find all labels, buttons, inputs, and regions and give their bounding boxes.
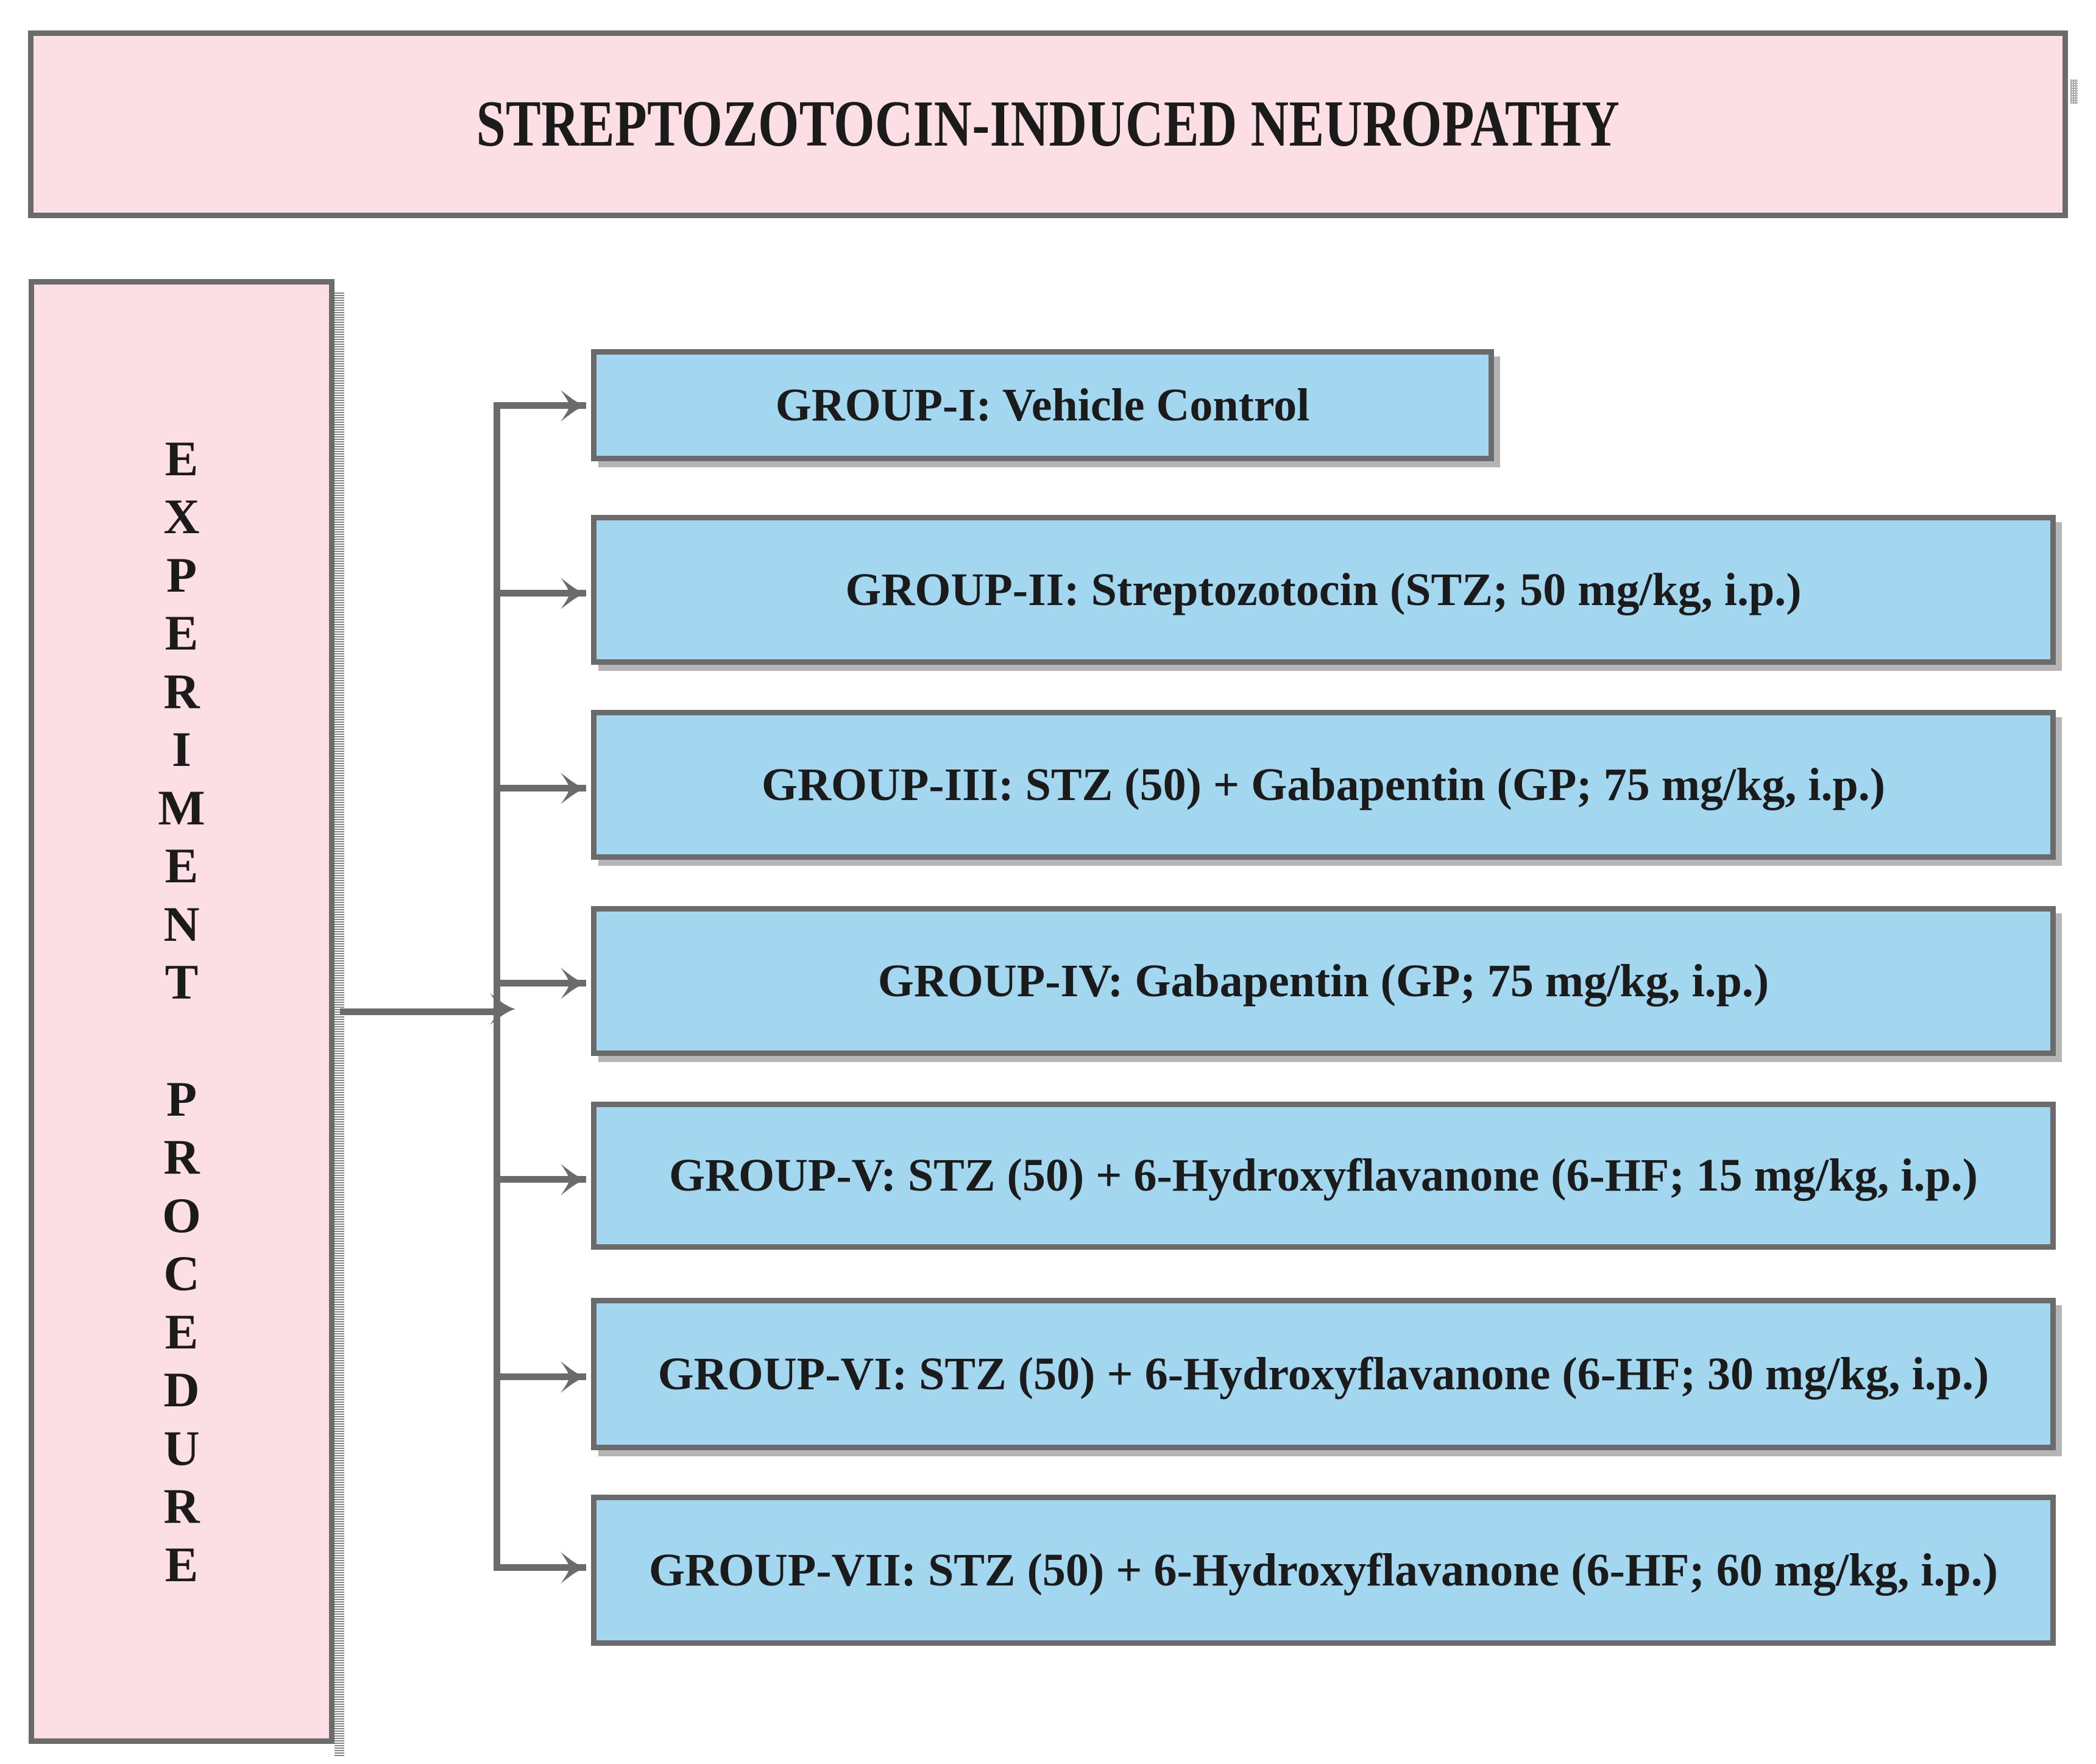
connector-branch-3 (494, 785, 586, 792)
experiment-procedure-label: E X P E R I M E N T P R O C E D U R E (158, 430, 205, 1592)
connector-branch-6 (494, 1373, 586, 1380)
group-box-vii[interactable]: GROUP-VII: STZ (50) + 6-Hydroxyflavanone… (591, 1495, 2064, 1654)
arrowhead-right-icon-7 (559, 1551, 587, 1585)
group-box-v[interactable]: GROUP-V: STZ (50) + 6-Hydroxyflavanone (… (591, 1102, 2064, 1258)
group-box-iv[interactable]: GROUP-IV: Gabapentin (GP; 75 mg/kg, i.p.… (591, 906, 2056, 1056)
connector-branch-5 (494, 1176, 586, 1183)
arrowhead-right-icon-6 (559, 1360, 587, 1394)
group-label: GROUP-I: Vehicle Control (775, 379, 1310, 431)
group-label: GROUP-VII: STZ (50) + 6-Hydroxyflavanone… (648, 1544, 1999, 1596)
connector-branch-1 (494, 402, 586, 409)
experiment-procedure-box: E X P E R I M E N T P R O C E D U R E (29, 279, 335, 1744)
group-label: GROUP-II: Streptozotocin (STZ; 50 mg/kg,… (845, 564, 1802, 615)
connector-trunk (494, 402, 500, 1571)
page-title: STREPTOZOTOCIN-INDUCED NEUROPATHY (476, 88, 1620, 160)
connector-feeder-line (340, 1008, 497, 1015)
arrowhead-right-icon-3 (559, 771, 587, 806)
arrowhead-right-icon-trunk (489, 992, 517, 1026)
group-box-ii[interactable]: GROUP-II: Streptozotocin (STZ; 50 mg/kg,… (591, 515, 2056, 665)
group-box-iii[interactable]: GROUP-III: STZ (50) + Gabapentin (GP; 75… (591, 710, 2056, 860)
connector-branch-2 (494, 590, 586, 597)
arrowhead-right-icon-2 (559, 576, 587, 611)
arrowhead-right-icon-4 (559, 966, 587, 1001)
arrowhead-right-icon-5 (559, 1163, 587, 1197)
group-box-i[interactable]: GROUP-I: Vehicle Control (591, 349, 1494, 461)
title-banner: STREPTOZOTOCIN-INDUCED NEUROPATHY (28, 30, 2068, 218)
group-box-vi[interactable]: GROUP-VI: STZ (50) + 6-Hydroxyflavanone … (591, 1298, 2056, 1450)
connector-branch-7 (494, 1564, 586, 1571)
title-edge-artifact (2070, 79, 2078, 104)
group-label: GROUP-IV: Gabapentin (GP; 75 mg/kg, i.p.… (877, 955, 1769, 1007)
group-label: GROUP-III: STZ (50) + Gabapentin (GP; 75… (761, 759, 1886, 810)
group-label: GROUP-VI: STZ (50) + 6-Hydroxyflavanone … (657, 1348, 1989, 1400)
group-label: GROUP-V: STZ (50) + 6-Hydroxyflavanone (… (668, 1150, 1978, 1202)
arrowhead-right-icon-1 (559, 389, 587, 423)
procedure-box-shadow (335, 291, 344, 1756)
connector-branch-4 (494, 980, 586, 986)
